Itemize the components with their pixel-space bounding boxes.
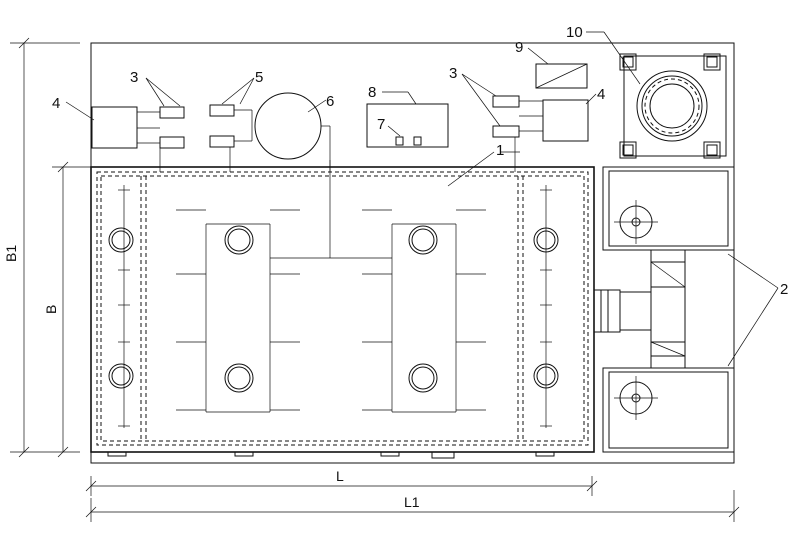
sludge-tank-bottom — [602, 367, 735, 453]
blower-group-right — [492, 95, 543, 172]
storage-tank — [254, 92, 322, 160]
callout-4-left: 4 — [52, 95, 60, 112]
dimension-B1 — [10, 37, 80, 458]
central-piping — [118, 160, 552, 427]
panel-9 — [535, 63, 588, 89]
equipment-box-8 — [366, 103, 449, 148]
manhole-unit-10 — [619, 53, 727, 159]
sludge-tank-top — [602, 166, 735, 251]
dosing-units — [209, 104, 253, 172]
dimension-L — [85, 476, 598, 496]
callout-5: 5 — [255, 69, 263, 86]
component-7 — [395, 136, 422, 146]
main-tank — [90, 166, 595, 459]
callout-1: 1 — [496, 142, 504, 159]
control-cabinet-left — [91, 106, 138, 149]
dimension-label-L1: L1 — [404, 494, 420, 510]
dimension-label-L: L — [336, 468, 344, 484]
blower-group-left — [137, 106, 185, 172]
callout-6: 6 — [326, 93, 334, 110]
dimension-B — [52, 161, 92, 458]
dimension-label-B: B — [43, 305, 59, 314]
connecting-pipe — [593, 249, 686, 369]
right-aeration-zone — [533, 185, 559, 428]
callout-3-right: 3 — [449, 65, 457, 82]
left-aeration-zone — [108, 185, 134, 428]
callout-8: 8 — [368, 84, 376, 101]
dimension-L1 — [85, 490, 740, 522]
callout-2: 2 — [780, 281, 788, 298]
leader-lines — [65, 31, 779, 367]
callout-3-left: 3 — [130, 69, 138, 86]
callout-4-right: 4 — [597, 86, 605, 103]
dimension-label-B1: B1 — [3, 245, 19, 262]
callout-10: 10 — [566, 24, 583, 41]
callout-7: 7 — [377, 116, 385, 133]
outer-boundary — [90, 42, 735, 464]
callout-9: 9 — [515, 39, 523, 56]
control-cabinet-right — [542, 99, 589, 142]
